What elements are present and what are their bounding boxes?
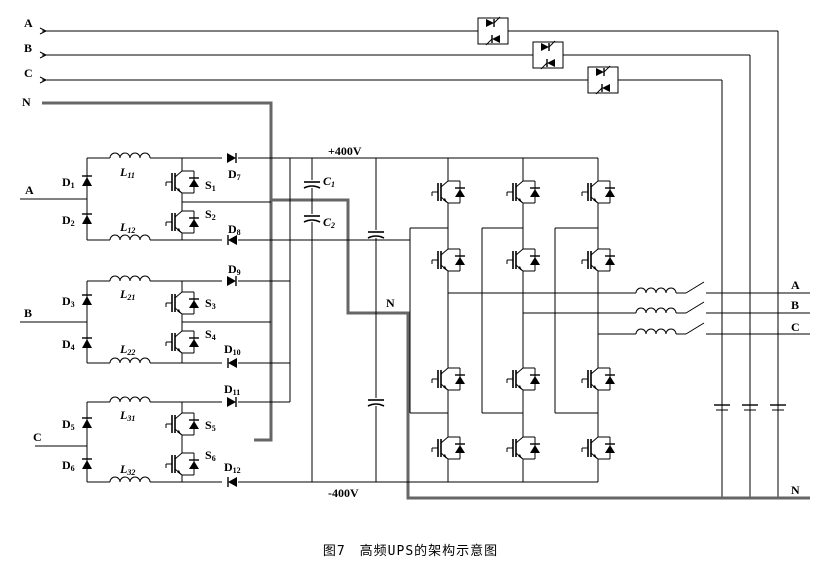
d2-label: D2: [62, 213, 75, 228]
rect-phase-a-label: A: [25, 183, 34, 197]
output-label-c: C: [791, 320, 800, 334]
s4-label: S4: [205, 327, 216, 342]
static-switch-c: [587, 65, 619, 95]
l22-label: L22: [120, 342, 136, 357]
d9-label: D9: [228, 262, 241, 277]
c1-label: C1: [323, 174, 336, 189]
dc-bus-wiring: [289, 158, 410, 483]
s1-label: S1: [205, 178, 216, 193]
dc-pos-label: +400V: [328, 144, 362, 158]
d7-label: D7: [228, 167, 241, 182]
neutral-wire: [42, 101, 273, 442]
d11-label: D11: [224, 382, 241, 397]
output-label-n: N: [791, 483, 800, 497]
l12-label: L12: [120, 220, 136, 235]
s3-label: S3: [205, 296, 216, 311]
input-label-n: N: [22, 95, 31, 109]
rectifier-phase-b: [20, 275, 290, 369]
input-label-a: A: [24, 16, 33, 30]
rectifier-phase-c: [35, 396, 312, 488]
static-switch-a: [477, 16, 509, 46]
d5-label: D5: [62, 417, 75, 432]
rect-phase-c-label: C: [33, 430, 42, 444]
rect-phase-b-label: B: [24, 306, 33, 320]
input-label-c: C: [24, 66, 33, 80]
ups-schematic: [20, 16, 810, 500]
static-switch-b: [532, 40, 564, 70]
c2-label: C2: [323, 215, 336, 230]
figure-caption: 图7 高频UPS的架构示意图: [322, 544, 499, 559]
d4-label: D4: [62, 337, 75, 352]
s2-label: S2: [205, 207, 216, 222]
output-label-b: B: [791, 298, 800, 312]
dc-neg-label: -400V: [328, 486, 359, 500]
d6-label: D6: [62, 458, 75, 473]
input-label-b: B: [24, 41, 33, 55]
d3-label: D3: [62, 294, 75, 309]
s6-label: S6: [205, 448, 216, 463]
d1-label: D1: [62, 175, 75, 190]
l31-label: L31: [120, 408, 136, 423]
rectifier-phase-a: [20, 152, 410, 246]
bypass-lines: [39, 27, 779, 498]
neutral-mid-wire: [271, 198, 810, 500]
inverter-bridge: [409, 157, 616, 483]
d12-label: D12: [224, 460, 241, 475]
d10-label: D10: [224, 342, 241, 357]
l21-label: L21: [120, 287, 136, 302]
l32-label: L32: [120, 462, 136, 477]
dc-mid-n-label: N: [386, 296, 395, 310]
l11-label: L11: [120, 165, 135, 180]
s5-label: S5: [205, 418, 216, 433]
d8-label: D8: [228, 222, 241, 237]
output-filter: [448, 281, 810, 411]
output-label-a: A: [791, 278, 800, 292]
